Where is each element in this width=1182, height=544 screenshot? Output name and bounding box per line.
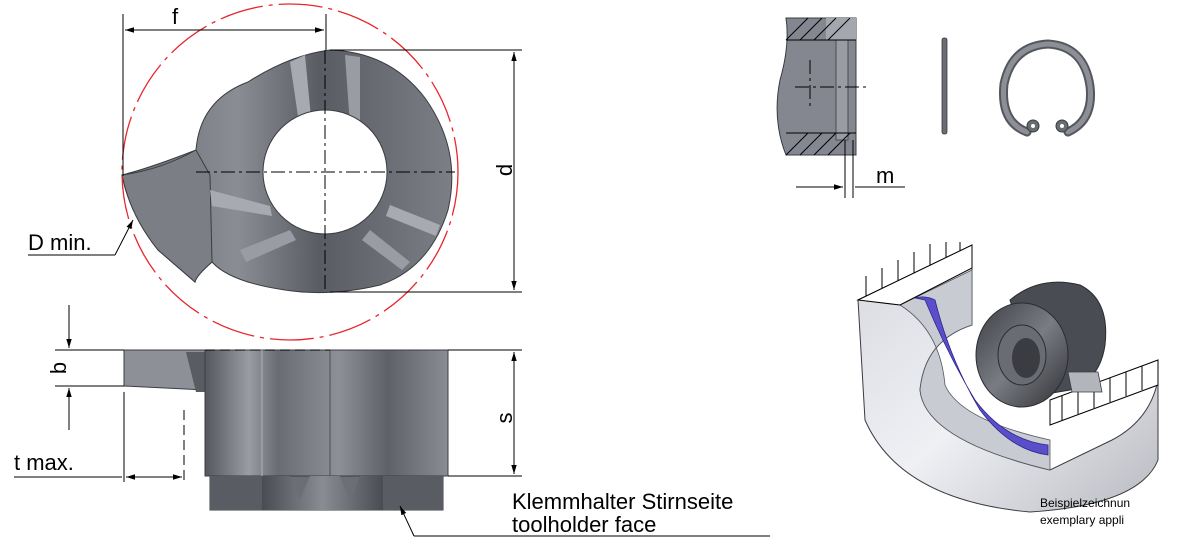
label-m: m: [876, 163, 894, 188]
label-d: d: [492, 164, 517, 176]
toolholder-callout: Klemmhalter Stirnseite toolholder face: [399, 489, 770, 537]
flute-top-right: [345, 55, 360, 128]
dim-d: d: [330, 49, 522, 293]
d-min-circle: [121, 3, 459, 341]
dim-t-max: t max.: [14, 392, 185, 482]
circlip-face-view: [998, 39, 1096, 137]
caption-line-2: exemplary appli: [1040, 513, 1124, 527]
insert-top-lip: [121, 149, 213, 283]
flute-top: [290, 55, 312, 130]
side-body: [204, 349, 449, 477]
hatch-3d-left: [865, 242, 961, 296]
flute-left: [210, 190, 272, 216]
flute-bottom-left: [240, 230, 296, 262]
dim-s: s: [448, 349, 522, 477]
groove-section: m: [776, 17, 905, 198]
callout-line-2: toolholder face: [512, 512, 656, 537]
circlip-edge-view: [941, 37, 948, 135]
top-view: [121, 3, 459, 341]
side-view: [123, 349, 449, 511]
section-hatching: [785, 17, 851, 156]
label-f: f: [172, 4, 179, 29]
caption-line-1: Beispielzeichnun: [1040, 496, 1130, 510]
label-b: b: [46, 362, 71, 374]
label-d-min: D min.: [28, 230, 92, 255]
label-s: s: [492, 413, 517, 424]
callout-line-1: Klemmhalter Stirnseite: [512, 489, 733, 514]
label-t-max: t max.: [14, 450, 74, 475]
exemplary-application-3d: Beispielzeichnun exemplary appli: [856, 242, 1159, 527]
dim-d-min: D min.: [28, 219, 134, 256]
dim-b: b: [46, 305, 330, 430]
flute-bottom-right: [362, 230, 410, 270]
flute-right: [386, 205, 440, 236]
dim-f: f: [122, 4, 327, 176]
